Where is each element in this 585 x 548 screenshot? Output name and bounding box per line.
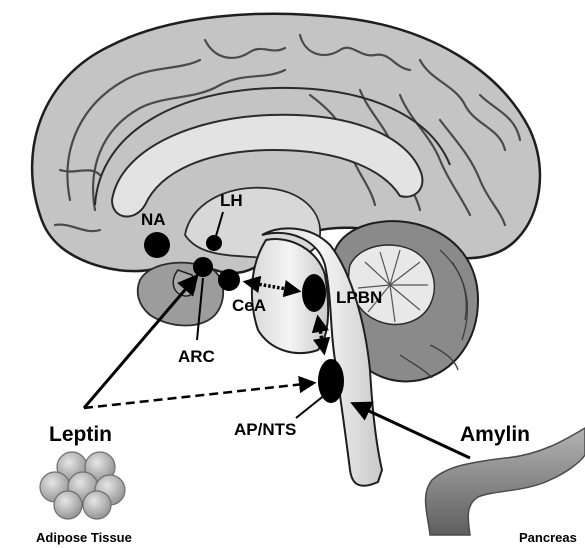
fat-cell	[83, 491, 111, 519]
cea-nucleus	[218, 269, 240, 291]
adipose-tissue-label: Adipose Tissue	[36, 530, 132, 545]
leptin-apnts-arrow	[84, 383, 313, 408]
lpbn-label: LPBN	[336, 288, 382, 307]
amylin-label: Amylin	[460, 423, 530, 446]
leptin-label: Leptin	[49, 423, 112, 446]
cea-label: CeA	[232, 296, 266, 315]
ap-nts-label: AP/NTS	[234, 420, 296, 439]
apnts-pointer	[296, 394, 326, 418]
na-label: NA	[141, 210, 166, 229]
na-nucleus	[144, 232, 170, 258]
fat-cell	[54, 491, 82, 519]
lpbn-nucleus	[302, 274, 326, 312]
arc-nucleus	[193, 257, 213, 277]
adipose-tissue-illustration	[40, 452, 125, 519]
arc-label: ARC	[178, 347, 215, 366]
brain-illustration	[32, 14, 540, 486]
lh-nucleus	[206, 235, 222, 251]
lh-label: LH	[220, 191, 243, 210]
pancreas-label: Pancreas	[519, 530, 577, 545]
